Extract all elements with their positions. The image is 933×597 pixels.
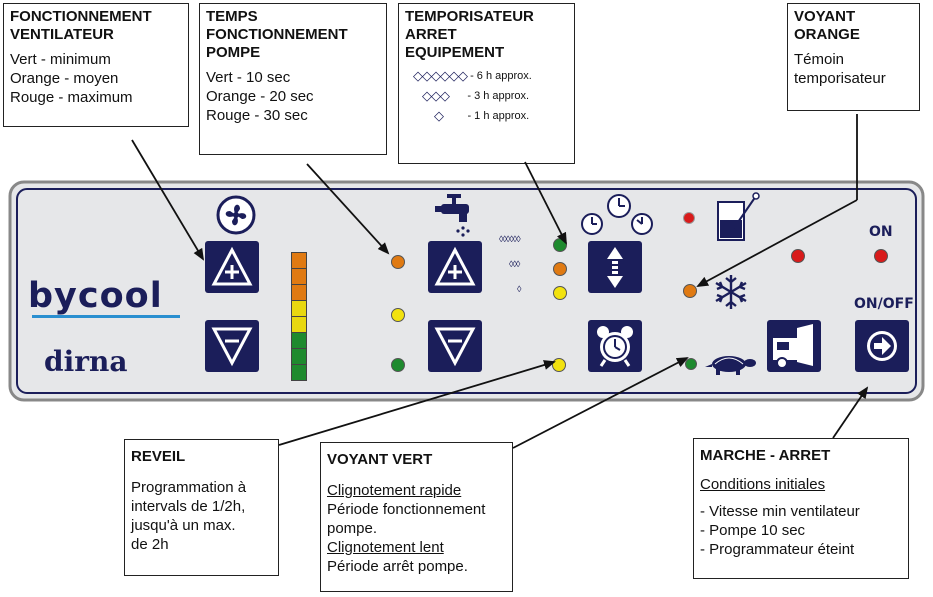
fan-level-bar [291,252,307,381]
timer-witness-orange [683,284,697,298]
level-segment-green [291,349,307,365]
alarm-indicator-yellow [552,358,566,372]
timer-indicator-green [553,238,567,252]
callout-subtitle: Conditions initiales [700,476,826,493]
callout-title: MARCHE - ARRET [700,447,831,464]
callout-green-indicator: VOYANT VERT Clignotement rapide Période … [320,442,513,592]
callout-title: EQUIPEMENT [405,44,505,61]
callout-title: VENTILATEUR [10,26,114,43]
pump-up-button[interactable] [428,241,482,293]
callout-line: Rouge - 30 sec [206,107,308,124]
pump-witness-green [685,358,697,370]
triangle-minus-icon [211,327,253,367]
up-down-arrow-icon [607,247,623,288]
callout-title: FONCTIONNEMENT [10,8,152,25]
clocks-icon [581,194,653,235]
alarm-clock-icon [597,326,633,367]
callout-line: Période arrêt pompe. [327,558,468,575]
triangle-plus-icon [211,246,253,286]
timer-row-6h: ◇◇◇◇◇◇ - 6 h approx. [405,66,568,86]
level-segment-green [291,333,307,349]
callout-line: Orange - moyen [10,70,119,87]
level-segment-orange [291,269,307,285]
pump-indicator-yellow [391,308,405,322]
diamond-icon: ◊◊◊◊◊◊ [499,234,521,244]
level-segment-green [291,365,307,381]
callout-line: de 2h [131,536,169,553]
indicator-red [791,249,805,263]
callout-orange-indicator: VOYANT ORANGE Témoin temporisateur [787,3,920,111]
callout-subtitle: Clignotement rapide [327,482,462,499]
brand-underline [32,315,180,318]
snowflake-icon [715,275,747,309]
fan-down-button[interactable] [205,320,259,372]
callout-shutdown-timer: TEMPORISATEUR ARRET EQUIPEMENT ◇◇◇◇◇◇ - … [398,3,575,164]
diamond-icon: ◊◊◊ [509,259,520,269]
callout-reveil: REVEIL Programmation à intervals de 1/2h… [124,439,279,576]
callout-fan-operation: FONCTIONNEMENT VENTILATEUR Vert - minimu… [3,3,189,127]
turtle-icon [705,356,756,375]
diamond-icon: ◊ [517,284,522,294]
control-panel: bycool dirna ◊◊◊ [8,180,925,402]
triangle-plus-icon [434,246,476,286]
triangle-minus-icon [434,327,476,367]
callout-title: REVEIL [131,448,186,465]
callout-on-off: MARCHE - ARRET Conditions initiales - Vi… [693,438,909,579]
water-level-icon [717,192,760,241]
callout-line: Rouge - maximum [10,89,133,106]
on-off-label: ON/OFF [854,296,914,312]
callout-line: - Programmateur éteint [700,541,855,558]
callout-line: Orange - 20 sec [206,88,314,105]
timer-row-3h: ◇◇◇ - 3 h approx. [405,86,568,106]
callout-line: - Pompe 10 sec [700,522,806,539]
callout-subtitle: Clignotement lent [327,539,444,556]
diamond-icon: ◇◇◇◇◇◇ [413,68,468,83]
callout-title: VOYANT [794,8,856,25]
indicator-red [683,212,695,224]
callout-line: temporisateur [794,70,886,87]
water-tap-icon [435,194,470,237]
callout-line: Témoin [794,51,845,68]
callout-title: ARRET [405,26,457,43]
model-name: dirna [44,345,128,378]
alarm-button[interactable] [588,320,642,372]
truck-door-icon [773,324,813,369]
callout-line: jusqu'à un max. [131,517,236,534]
pump-indicator-green [391,358,405,372]
diamond-icon: ◇ [434,108,444,123]
level-segment-orange [291,285,307,301]
callout-title: FONCTIONNEMENT [206,26,348,43]
callout-title: VOYANT VERT [327,451,433,468]
callout-line: Période fonctionnement [327,501,486,518]
pump-down-button[interactable] [428,320,482,372]
brand-logo: bycool [28,276,163,316]
callout-title: TEMPORISATEUR [405,8,534,25]
on-indicator [874,249,888,263]
arrow-right-circle-icon [867,331,897,361]
timer-indicator-yellow [553,286,567,300]
truck-door-button[interactable] [767,320,821,372]
callout-line: pompe. [327,520,378,537]
callout-line: intervals de 1/2h, [131,498,246,515]
fan-icon [216,195,256,235]
level-segment-red [291,252,307,269]
callout-title: TEMPS [206,8,258,25]
timer-indicator-orange [553,262,567,276]
fan-up-button[interactable] [205,241,259,293]
pump-indicator-orange [391,255,405,269]
callout-line: Vert - minimum [10,51,111,68]
level-segment-yellow [291,301,307,317]
diamond-icon: ◇◇◇ [422,88,450,103]
level-segment-yellow [291,317,307,333]
callout-line: Programmation à [131,479,247,496]
callout-pump-time: TEMPS FONCTIONNEMENT POMPE Vert - 10 sec… [199,3,387,155]
callout-line: - Vitesse min ventilateur [700,503,860,520]
callout-title: ORANGE [794,26,860,43]
callout-title: POMPE [206,44,261,61]
callout-line: Vert - 10 sec [206,69,291,86]
on-off-button[interactable] [855,320,909,372]
timer-row-1h: ◇ - 1 h approx. [405,106,568,126]
timer-button[interactable] [588,241,642,293]
on-label: ON [869,224,893,240]
